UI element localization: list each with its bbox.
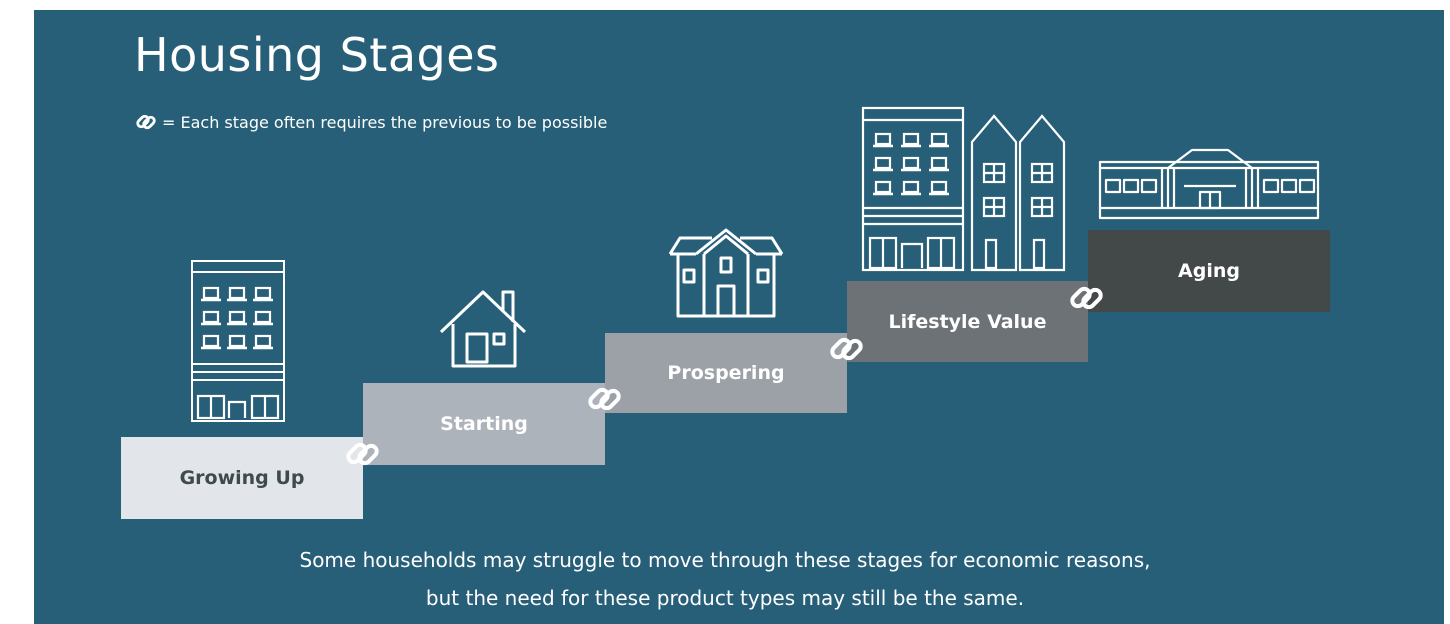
stage-label: Prospering xyxy=(667,362,785,384)
stage-label: Lifestyle Value xyxy=(888,310,1047,333)
stage-label: Growing Up xyxy=(179,467,305,489)
apartment-and-townhouses-icon xyxy=(861,106,1066,272)
chain-link-icon xyxy=(346,442,379,466)
stage-label: Starting xyxy=(440,413,528,435)
chain-link-icon xyxy=(1070,286,1103,310)
stage-prospering: Prospering xyxy=(605,333,847,413)
chain-link-icon xyxy=(830,337,863,361)
chain-link-icon xyxy=(136,114,156,130)
chain-link-icon xyxy=(588,387,621,411)
family-house-icon xyxy=(668,228,784,318)
small-house-icon xyxy=(439,290,527,368)
stage-aging: Aging xyxy=(1088,230,1330,312)
senior-living-building-icon xyxy=(1098,148,1320,220)
footer-note-line-2: but the need for these product types may… xyxy=(425,586,1025,610)
apartment-building-icon xyxy=(191,260,285,422)
legend: = Each stage often requires the previous… xyxy=(134,110,607,134)
diagram-title: Housing Stages xyxy=(134,28,500,82)
stage-growing-up: Growing Up xyxy=(121,437,363,519)
stage-lifestyle-value: Lifestyle Value xyxy=(847,281,1088,362)
legend-text: = Each stage often requires the previous… xyxy=(162,112,608,132)
stage-label: Aging xyxy=(1178,260,1240,282)
stage-starting: Starting xyxy=(363,383,605,465)
footer-note-line-1: Some households may struggle to move thr… xyxy=(299,548,1151,572)
